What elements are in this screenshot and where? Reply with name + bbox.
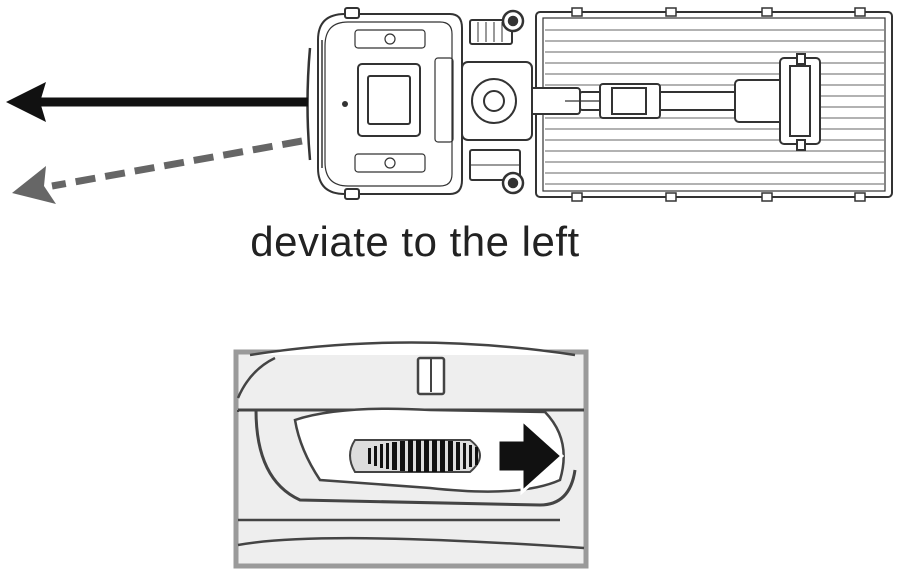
arrow-left-solid (6, 82, 308, 122)
caption: deviate to the left (250, 218, 580, 265)
crane-boom (454, 53, 821, 151)
crane-base (461, 19, 533, 181)
front-wheels (501, 9, 525, 195)
cab (306, 7, 463, 200)
arrow-left-dashed (12, 137, 303, 204)
vehicle-top-view (306, 7, 893, 202)
arrow-right-solid (496, 416, 565, 496)
trim-roller (368, 440, 478, 472)
trim-control-inset (233, 341, 589, 569)
